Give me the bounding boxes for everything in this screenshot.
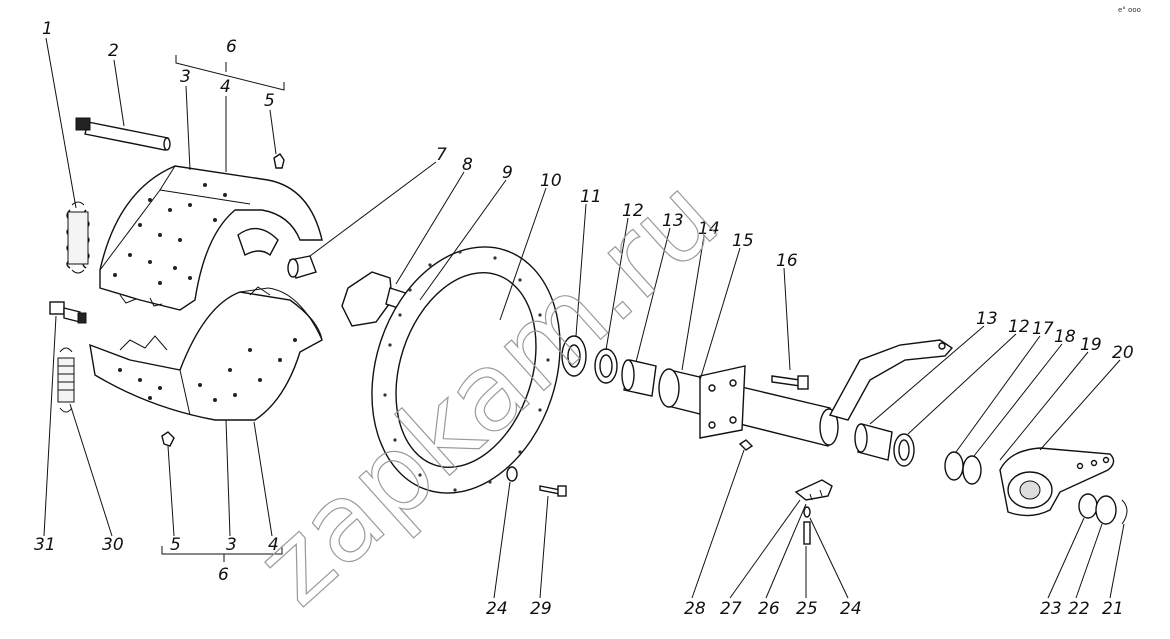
- part-lower-return-spring: [57, 347, 75, 413]
- part-roller: [287, 255, 317, 279]
- leader-lines: [43, 37, 1125, 599]
- callout-4-bottom: 4: [268, 535, 279, 555]
- callout-15: 15: [732, 231, 754, 251]
- callout-24-left: 24: [486, 599, 508, 619]
- part-slack-adjuster: [999, 447, 1115, 517]
- callout-9: 9: [502, 163, 513, 183]
- corner-mark: e° ooo: [1118, 6, 1141, 14]
- callout-11: 11: [580, 187, 602, 207]
- part-key-28: [738, 439, 754, 451]
- part-rivet-upper: [273, 153, 285, 169]
- part-camshaft-bracket: [658, 339, 954, 447]
- callout-27: 27: [720, 599, 742, 619]
- part-washer-11-hole: [567, 344, 581, 368]
- callout-3-bottom: 3: [226, 535, 237, 555]
- part-washer-17: [944, 451, 964, 481]
- callout-16: 16: [776, 251, 798, 271]
- callout-5-bottom: 5: [170, 535, 181, 555]
- callout-13-right: 13: [976, 309, 998, 329]
- part-seal-12-right-inner: [898, 439, 910, 461]
- callout-26: 26: [758, 599, 780, 619]
- part-seal-12-inner: [599, 354, 613, 378]
- part-backing-plate: [371, 246, 561, 494]
- callout-3-top: 3: [180, 67, 191, 87]
- callout-4-top: 4: [220, 77, 231, 97]
- callout-17: 17: [1032, 319, 1054, 339]
- part-upper-return-spring: [66, 201, 90, 274]
- callout-19: 19: [1080, 335, 1102, 355]
- callout-labels: 1 2 6 3 4 5 7 8 9 10 11 12 13 14 15 16 1…: [34, 19, 1134, 619]
- part-anchor-pin: [75, 117, 171, 151]
- part-mounting-bracket: [794, 479, 833, 501]
- callout-12-left: 12: [622, 201, 644, 221]
- part-ring-23: [1078, 493, 1098, 519]
- callout-29: 29: [530, 599, 552, 619]
- callout-7: 7: [436, 145, 447, 165]
- part-bushing-13-right: [854, 423, 893, 461]
- callout-24-right: 24: [840, 599, 862, 619]
- callout-6-bottom: 6: [218, 565, 229, 585]
- callout-8: 8: [462, 155, 473, 175]
- part-washer-24: [506, 466, 518, 482]
- part-bolt-29: [539, 485, 567, 497]
- callout-30: 30: [102, 535, 124, 555]
- callout-28: 28: [684, 599, 706, 619]
- part-adjuster-pin: [49, 301, 87, 324]
- callout-25: 25: [796, 599, 818, 619]
- callout-13-left: 13: [662, 211, 684, 231]
- callout-2: 2: [108, 41, 119, 61]
- callout-5-top: 5: [264, 91, 275, 111]
- callout-6-top: 6: [226, 37, 237, 57]
- part-ring-22: [1095, 495, 1117, 525]
- part-snap-ring-21: [1121, 499, 1128, 525]
- callout-10: 10: [540, 171, 562, 191]
- part-bolt-25: [803, 506, 811, 545]
- callout-20: 20: [1112, 343, 1134, 363]
- callout-23: 23: [1040, 599, 1062, 619]
- callout-22: 22: [1068, 599, 1090, 619]
- callout-31: 31: [34, 535, 56, 555]
- callout-12-right: 12: [1008, 317, 1030, 337]
- part-bolt-16: [771, 375, 809, 390]
- part-bushing-13: [621, 359, 657, 397]
- callout-21: 21: [1102, 599, 1124, 619]
- callout-18: 18: [1054, 327, 1076, 347]
- part-washer-18: [962, 455, 982, 485]
- part-lower-brake-shoe: [89, 286, 323, 421]
- part-rivet-lower: [161, 431, 175, 447]
- callout-14: 14: [698, 219, 720, 239]
- part-upper-brake-shoe: [99, 165, 323, 311]
- callout-1: 1: [42, 19, 53, 39]
